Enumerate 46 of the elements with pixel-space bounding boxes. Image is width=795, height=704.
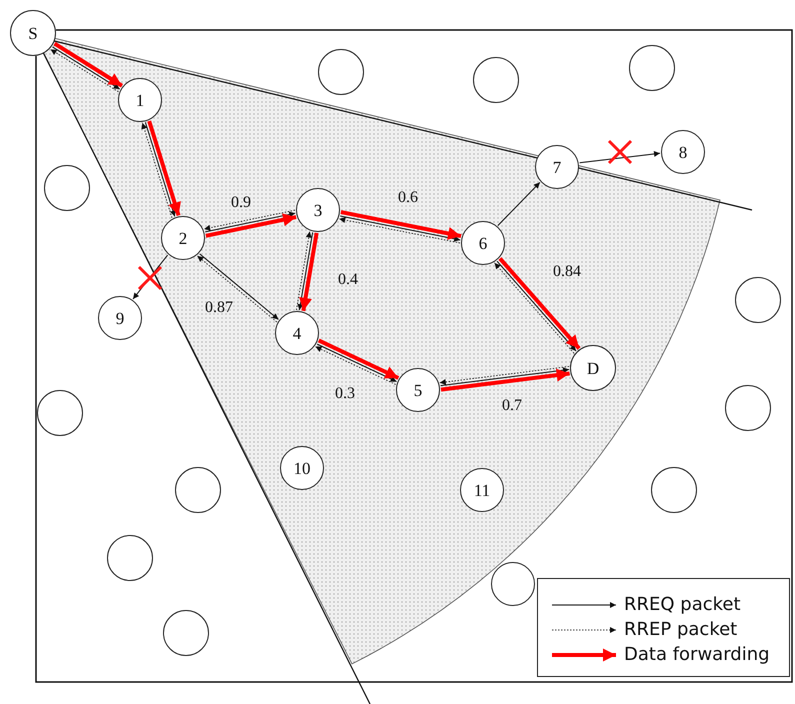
circle-node	[318, 49, 364, 95]
node-label: 4	[292, 324, 302, 342]
edge-label: 0.7	[502, 398, 522, 414]
arrow	[497, 182, 540, 226]
circle-node	[473, 57, 519, 103]
node-label: 9	[116, 310, 124, 326]
circle-node	[735, 277, 781, 323]
node-circle	[535, 145, 579, 189]
node-label: 3	[314, 202, 322, 218]
node-circle	[661, 130, 705, 174]
node-label: 2	[178, 230, 188, 246]
thick-arrow	[205, 213, 297, 238]
node-label: 6	[478, 234, 488, 252]
legend-label: Data forwarding	[624, 643, 770, 667]
node-label: 10	[294, 460, 310, 476]
node-label: 8	[678, 144, 688, 160]
legend-label: RREQ packet	[624, 593, 741, 617]
circle-node	[44, 165, 90, 211]
circle-node	[163, 610, 209, 656]
edge-label: 0.4	[338, 272, 358, 288]
arrow	[579, 150, 661, 164]
edge-label: 0.9	[231, 195, 251, 211]
node-label: 7	[552, 158, 562, 176]
node-label: 1	[136, 92, 144, 108]
legend-label: RREP packet	[624, 618, 738, 642]
circle-node	[629, 45, 675, 91]
node-label: D	[586, 360, 600, 376]
circle-node	[107, 535, 153, 581]
node-circle	[10, 10, 56, 56]
circle-node	[175, 467, 221, 513]
circle-node	[491, 562, 535, 606]
edge-label: 0.6	[398, 190, 418, 206]
circle-node	[651, 467, 697, 513]
thick-arrow	[340, 210, 462, 240]
thick-arrow	[147, 120, 181, 216]
node-label: 5	[414, 382, 422, 398]
circle-node	[37, 390, 83, 436]
node-circle	[98, 296, 142, 340]
thick-arrow	[440, 368, 570, 392]
node-label: S	[28, 24, 38, 42]
node-label: 11	[474, 482, 490, 498]
thick-arrow	[299, 232, 319, 312]
circle-node	[725, 385, 771, 431]
edge-label: 0.84	[553, 264, 581, 280]
edge-label: 0.87	[205, 300, 233, 316]
edge-label: 0.3	[335, 386, 355, 402]
